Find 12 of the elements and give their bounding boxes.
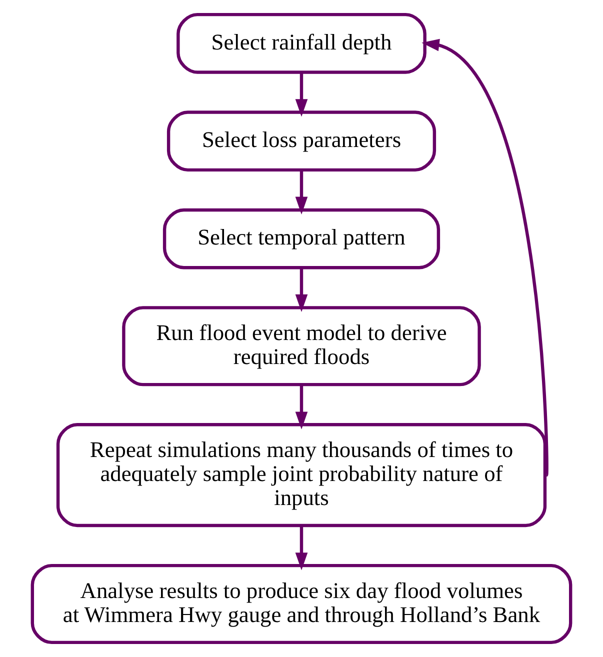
node-box: Select loss parameters [166, 110, 436, 172]
node-box: Select temporal pattern [162, 208, 440, 270]
node-box: Analyse results to produce six day flood volumes at Wimmera Hwy gauge and through Holland’s Bank [30, 564, 572, 644]
arrow [295, 170, 308, 214]
arrow [295, 384, 308, 430]
arrow [422, 38, 548, 476]
arrow [295, 526, 308, 570]
arrow [295, 268, 308, 312]
arrow [295, 72, 308, 117]
node-box: Repeat simulations many thousands of times to adequately sample joint probability nature of inputs [56, 423, 547, 528]
node-box: Run flood event model to derive required floods [122, 306, 481, 386]
node-box: Select rainfall depth [176, 12, 426, 74]
